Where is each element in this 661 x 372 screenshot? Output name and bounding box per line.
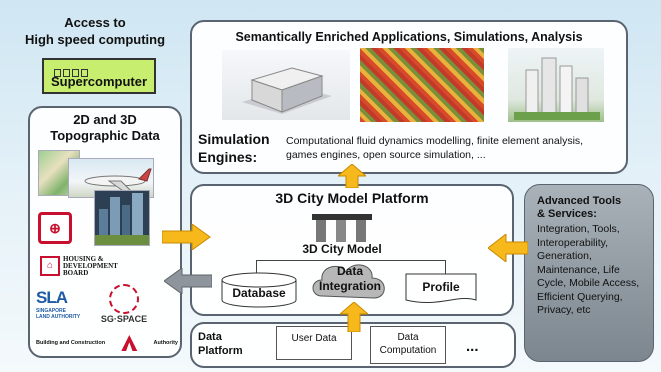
arrow-left-icon [488,234,528,262]
advanced-tools-list: Integration, Tools, Interoperability, Ge… [537,223,640,316]
city-model-platform-panel: 3D City Model Platform 3D City Model Dat… [190,184,514,316]
simulation-engines-text: Computational fluid dynamics modelling, … [286,135,584,161]
more-data-ellipsis: ... [466,338,479,355]
supercomputer-label: Supercomputer [50,74,148,89]
cloud-icon [312,264,385,299]
sg-space-globe-icon [109,284,139,314]
applications-panel: Semantically Enriched Applications, Simu… [190,20,628,174]
supercomputer-title: Access to High speed computing [24,15,166,47]
arrow-up-icon [338,164,366,188]
ura-logo: ⊕ [38,212,72,244]
user-data-document: User Data [276,326,352,360]
high-rise-blocks-icon [514,57,600,120]
database-cylinder: Database [220,272,298,308]
applications-title: Semantically Enriched Applications, Simu… [235,30,583,44]
skyscrapers-icon [95,193,149,245]
simulation-engines-label: Simulation Engines: [198,131,270,165]
hdb-logo: ⌂ HOUSING & DEVELOPMENT BOARD [40,254,128,278]
arrow-data-to-integration [340,302,368,332]
arrow-left-icon [164,268,212,294]
marina-bay-model-image [310,212,374,242]
arrow-up-icon [340,302,368,332]
arrow-platform-to-topo [164,268,212,294]
sla-logo: SLA SINGAPORE LAND AUTHORITY [36,288,81,320]
topographic-data-panel: 2D and 3D Topographic Data ⊕ ⌂ HOUSING &… [28,106,182,358]
data-integration-cloud: Data Integration [310,258,390,310]
bca-emblem-icon [121,335,138,351]
supercomputer-box: Supercomputer [42,58,156,94]
arrow-right-icon [162,224,211,250]
ura-mark-icon: ⊕ [49,219,61,236]
server-slots-icon [54,69,88,77]
tower-model-icon [312,214,372,242]
city-simulation-image [360,48,484,122]
document-icon [405,273,477,304]
bca-logo: Building and Construction Authority [36,334,178,352]
data-computation-document: Data Computation [370,326,446,364]
arrow-platform-to-simulation [338,164,366,188]
sg-space-logo: SG·SPACE [94,282,154,326]
topographic-title: 2D and 3D Topographic Data [50,112,160,143]
arrow-tools-to-platform [488,234,528,262]
arrow-topo-to-platform [162,224,212,250]
data-platform-label: Data Platform [198,331,243,357]
house-icon: ⌂ [40,256,60,276]
city-skyline-image [94,190,150,246]
platform-title: 3D City Model Platform [275,190,429,206]
building-model-image [222,50,350,120]
advanced-tools-title: Advanced Tools & Services: [537,195,622,220]
model-tree-lines [256,260,446,274]
profile-document: Profile [404,272,478,306]
database-icon [221,272,297,308]
house-model-icon [242,67,332,114]
advanced-tools-panel: Advanced Tools & Services: Integration, … [524,184,654,362]
city-model-label: 3D City Model [302,242,382,256]
3d-buildings-render-image [508,48,604,122]
airplane-icon [84,168,152,196]
